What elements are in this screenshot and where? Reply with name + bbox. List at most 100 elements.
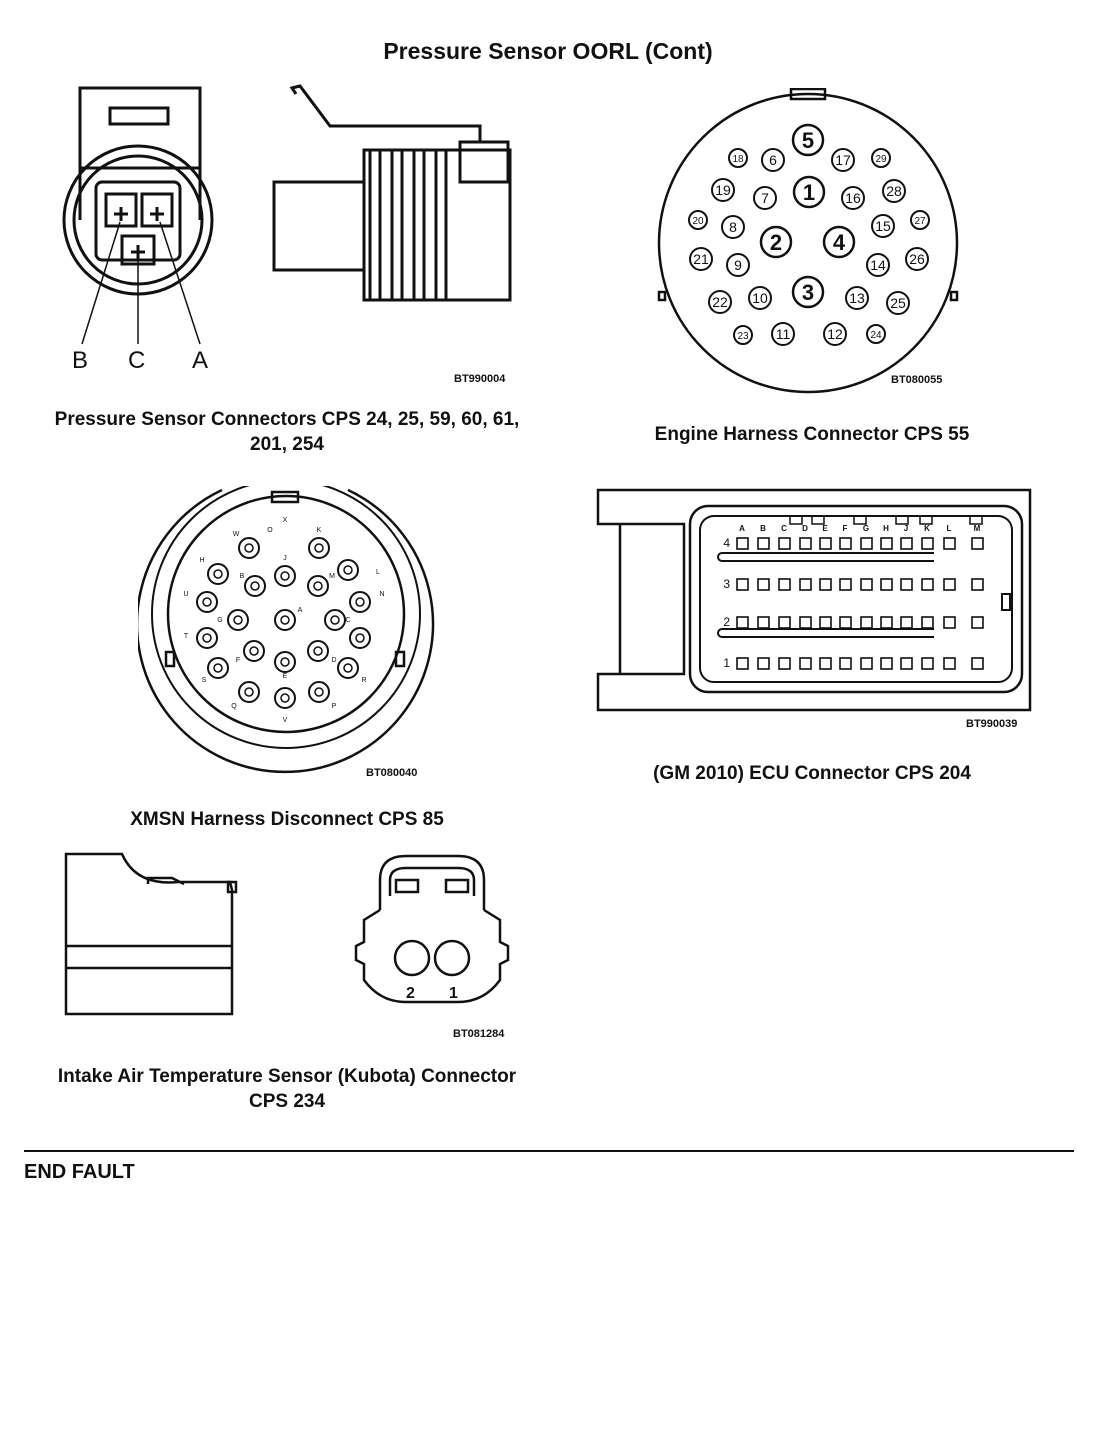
pin (196, 627, 218, 649)
pin-1 (792, 175, 826, 209)
column-label-C: C (781, 524, 787, 533)
figure-id: BT080055 (891, 374, 942, 386)
engine-harness-caption: Engine Harness Connector CPS 55 (654, 424, 970, 445)
pressure-sensor-drawing: B C A BT990004 (62, 84, 512, 385)
iat-caption: Intake Air Temperature Sensor (Kubota) C… (20, 1064, 554, 1114)
pin (238, 681, 260, 703)
pin-core (314, 687, 324, 697)
pin-F2 (839, 616, 852, 629)
caption-line: Pressure Sensor Connectors CPS 24, 25, 5… (54, 409, 520, 430)
pin-letter-T: T (184, 633, 189, 640)
pin-letter-R: R (361, 677, 366, 684)
figure-id: BT990004 (454, 373, 506, 385)
caption-line: Intake Air Temperature Sensor (Kubota) C… (57, 1066, 517, 1087)
pin-J1 (900, 657, 913, 670)
pin-letter-L: L (376, 569, 380, 576)
pin-B3 (757, 578, 770, 591)
pin (337, 559, 359, 581)
pin (244, 575, 266, 597)
iat-drawing: 2 1 BT081284 (64, 852, 510, 1040)
pin-15 (871, 214, 895, 238)
pin-label-7: 7 (761, 190, 769, 206)
pin-core (213, 569, 223, 579)
pin-C3 (778, 578, 791, 591)
pin-E3 (819, 578, 832, 591)
pin-label-26: 26 (909, 251, 925, 267)
row-label-2: 2 (723, 615, 730, 629)
pin-24 (866, 324, 886, 344)
pin-F3 (839, 578, 852, 591)
pin-L3 (943, 578, 956, 591)
pin-core (343, 663, 353, 673)
pin-D4 (799, 537, 812, 550)
pin-18 (728, 148, 748, 168)
pin-20 (688, 210, 708, 230)
pin-label-10: 10 (752, 290, 768, 306)
pin-core (280, 693, 290, 703)
pin-core (250, 581, 260, 591)
pin-label-4: 4 (833, 230, 846, 255)
pin-letter-K: K (317, 527, 322, 534)
pin (196, 591, 218, 613)
pin-label-1: 1 (449, 985, 458, 1002)
pin-core (343, 565, 353, 575)
figure-id: BT081284 (453, 1028, 505, 1040)
caption-line: 201, 254 (250, 434, 324, 455)
pin-M2 (971, 616, 984, 629)
column-label-M: M (974, 524, 981, 533)
pin-10 (748, 286, 772, 310)
pin-label-21: 21 (693, 251, 709, 267)
keying-notch (853, 515, 867, 525)
pin (337, 657, 359, 679)
pin-core (233, 615, 243, 625)
pin-22 (708, 290, 732, 314)
pin-letter-U: U (183, 591, 188, 598)
pin-21 (689, 247, 713, 271)
pin-12 (823, 322, 847, 346)
pin-core (244, 687, 254, 697)
pin-letter-H: H (199, 557, 204, 564)
pressure-sensor-caption: Pressure Sensor Connectors CPS 24, 25, 5… (20, 407, 554, 457)
pin (274, 651, 296, 673)
pin-27 (910, 210, 930, 230)
pin-M1 (971, 657, 984, 670)
pin-17 (831, 148, 855, 172)
pin-letter-A: A (298, 607, 303, 614)
pin-23 (733, 325, 753, 345)
pin-13 (845, 286, 869, 310)
pin-L4 (943, 537, 956, 550)
pressure-sensor-connector-figure: B C A BT990004 (60, 82, 530, 392)
pin-core (280, 657, 290, 667)
pin-K2 (921, 616, 934, 629)
pin-label-6: 6 (769, 152, 777, 168)
pin-3 (791, 275, 825, 309)
pin-M4 (971, 537, 984, 550)
pin-letter-B: B (240, 573, 245, 580)
pin-D2 (799, 616, 812, 629)
pin-letter-S: S (202, 677, 207, 684)
pin-D3 (799, 578, 812, 591)
pin (349, 591, 371, 613)
pin (308, 537, 330, 559)
pin-core (313, 581, 323, 591)
pin (238, 537, 260, 559)
pin-core (249, 646, 259, 656)
pin-L2 (943, 616, 956, 629)
pin-core (202, 633, 212, 643)
pin-B4 (757, 537, 770, 550)
pin-label-29: 29 (875, 154, 887, 165)
pin-label-a: A (192, 347, 208, 374)
pin-19 (711, 178, 735, 202)
pin-G3 (860, 578, 873, 591)
keying-notch (919, 515, 933, 525)
pin-core (313, 646, 323, 656)
pin-letter-P: P (332, 703, 337, 710)
keying-notch (789, 515, 803, 525)
column-label-L: L (947, 524, 952, 533)
pin-E2 (819, 616, 832, 629)
pin-G1 (860, 657, 873, 670)
pin-core (355, 633, 365, 643)
